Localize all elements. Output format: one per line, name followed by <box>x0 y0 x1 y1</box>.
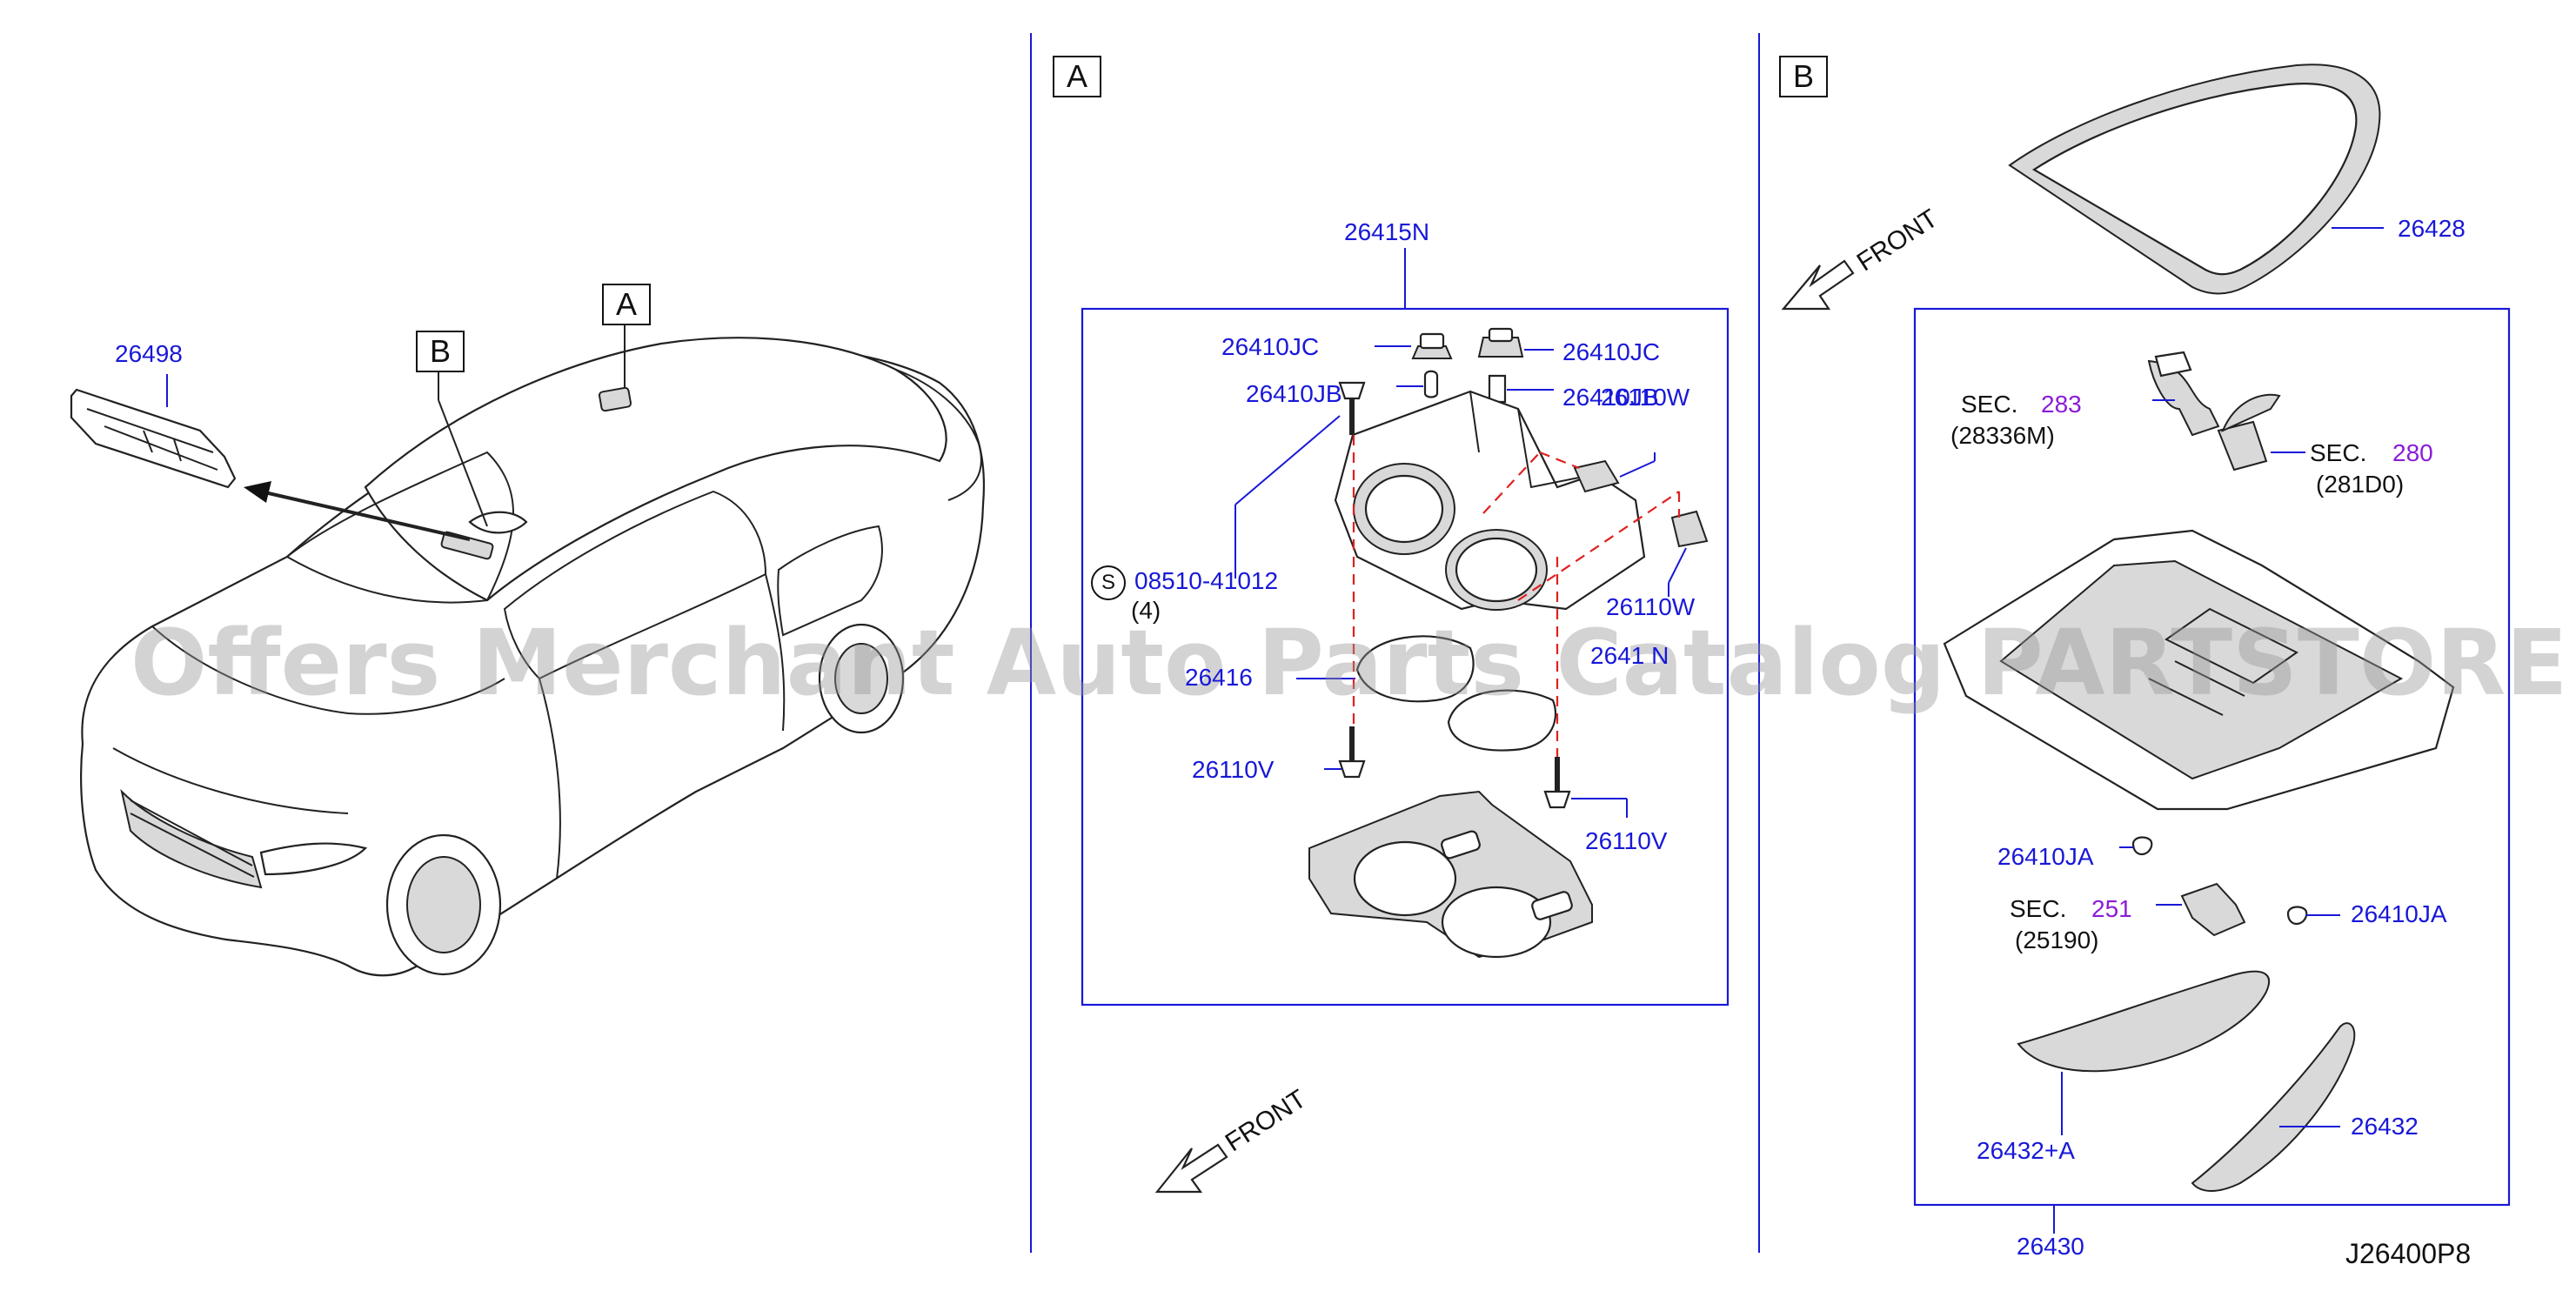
callout-26428[interactable]: 26428 <box>2398 215 2466 242</box>
sec-280-prefix: SEC. <box>2310 439 2367 466</box>
callout-26110V-left[interactable]: 26110V <box>1192 756 1275 783</box>
callout-2641N-partial[interactable]: 2641 N <box>1590 642 1669 669</box>
sec-280-subpart: (281D0) <box>2316 471 2405 498</box>
callout-26410JC-left[interactable]: 26410JC <box>1221 333 1320 360</box>
car-illustration <box>70 324 985 977</box>
sec-283-subpart: (28336M) <box>1950 422 2055 449</box>
callout-26416-partial[interactable]: 26416 <box>1185 664 1253 691</box>
section-label-b: B <box>1779 56 1828 97</box>
callout-26430[interactable]: 26430 <box>2017 1233 2084 1260</box>
sec-251-subpart: (25190) <box>2015 926 2099 953</box>
callout-26410JC-right[interactable]: 26410JC <box>1562 338 1661 365</box>
lamp-lens-cover <box>1308 790 1593 959</box>
callout-26410JB-right[interactable]: 26410JB <box>1562 384 1659 411</box>
watermark: Offers Merchant Auto Parts Catalog PARTS… <box>130 610 2576 716</box>
callout-26410JA-left[interactable]: 26410JA <box>1997 843 2094 870</box>
sec-283-link[interactable]: 283 <box>2041 391 2082 418</box>
bulb-sockets <box>1411 327 1524 404</box>
marker-box-a[interactable]: A <box>602 284 651 325</box>
callout-26498[interactable]: 26498 <box>115 340 183 367</box>
callout-26432A[interactable]: 26432+A <box>1977 1137 2075 1164</box>
callout-26110V-right[interactable]: 26110V <box>1585 827 1668 854</box>
screw-symbol-badge: S <box>1091 565 1126 600</box>
lamp-housing <box>1334 390 1646 611</box>
callout-26415N[interactable]: 26415N <box>1344 218 1430 245</box>
screw-quantity: (4) <box>1131 597 1161 624</box>
callout-26110W-bottom[interactable]: 26110W <box>1606 593 1696 620</box>
sec-251-link[interactable]: 251 <box>2091 895 2132 922</box>
callout-26432[interactable]: 26432 <box>2351 1113 2419 1140</box>
callout-08510-41012[interactable]: 08510-41012 <box>1134 567 1279 594</box>
sec-251-prefix: SEC. <box>2010 895 2067 922</box>
callout-26410JB-left[interactable]: 26410JB <box>1246 380 1342 407</box>
diagram-code: J26400P8 <box>2345 1238 2472 1269</box>
sec-280-link[interactable]: 280 <box>2392 439 2433 466</box>
section-label-a: A <box>1053 56 1101 97</box>
sec-283-prefix: SEC. <box>1961 391 2018 418</box>
roof-console-bezel <box>2008 64 2381 295</box>
marker-box-b[interactable]: B <box>416 331 465 372</box>
callout-26410JA-right[interactable]: 26410JA <box>2351 900 2447 927</box>
headliner-console <box>1943 529 2455 811</box>
callout-26110W-top[interactable]: 26110W <box>1601 384 1690 411</box>
